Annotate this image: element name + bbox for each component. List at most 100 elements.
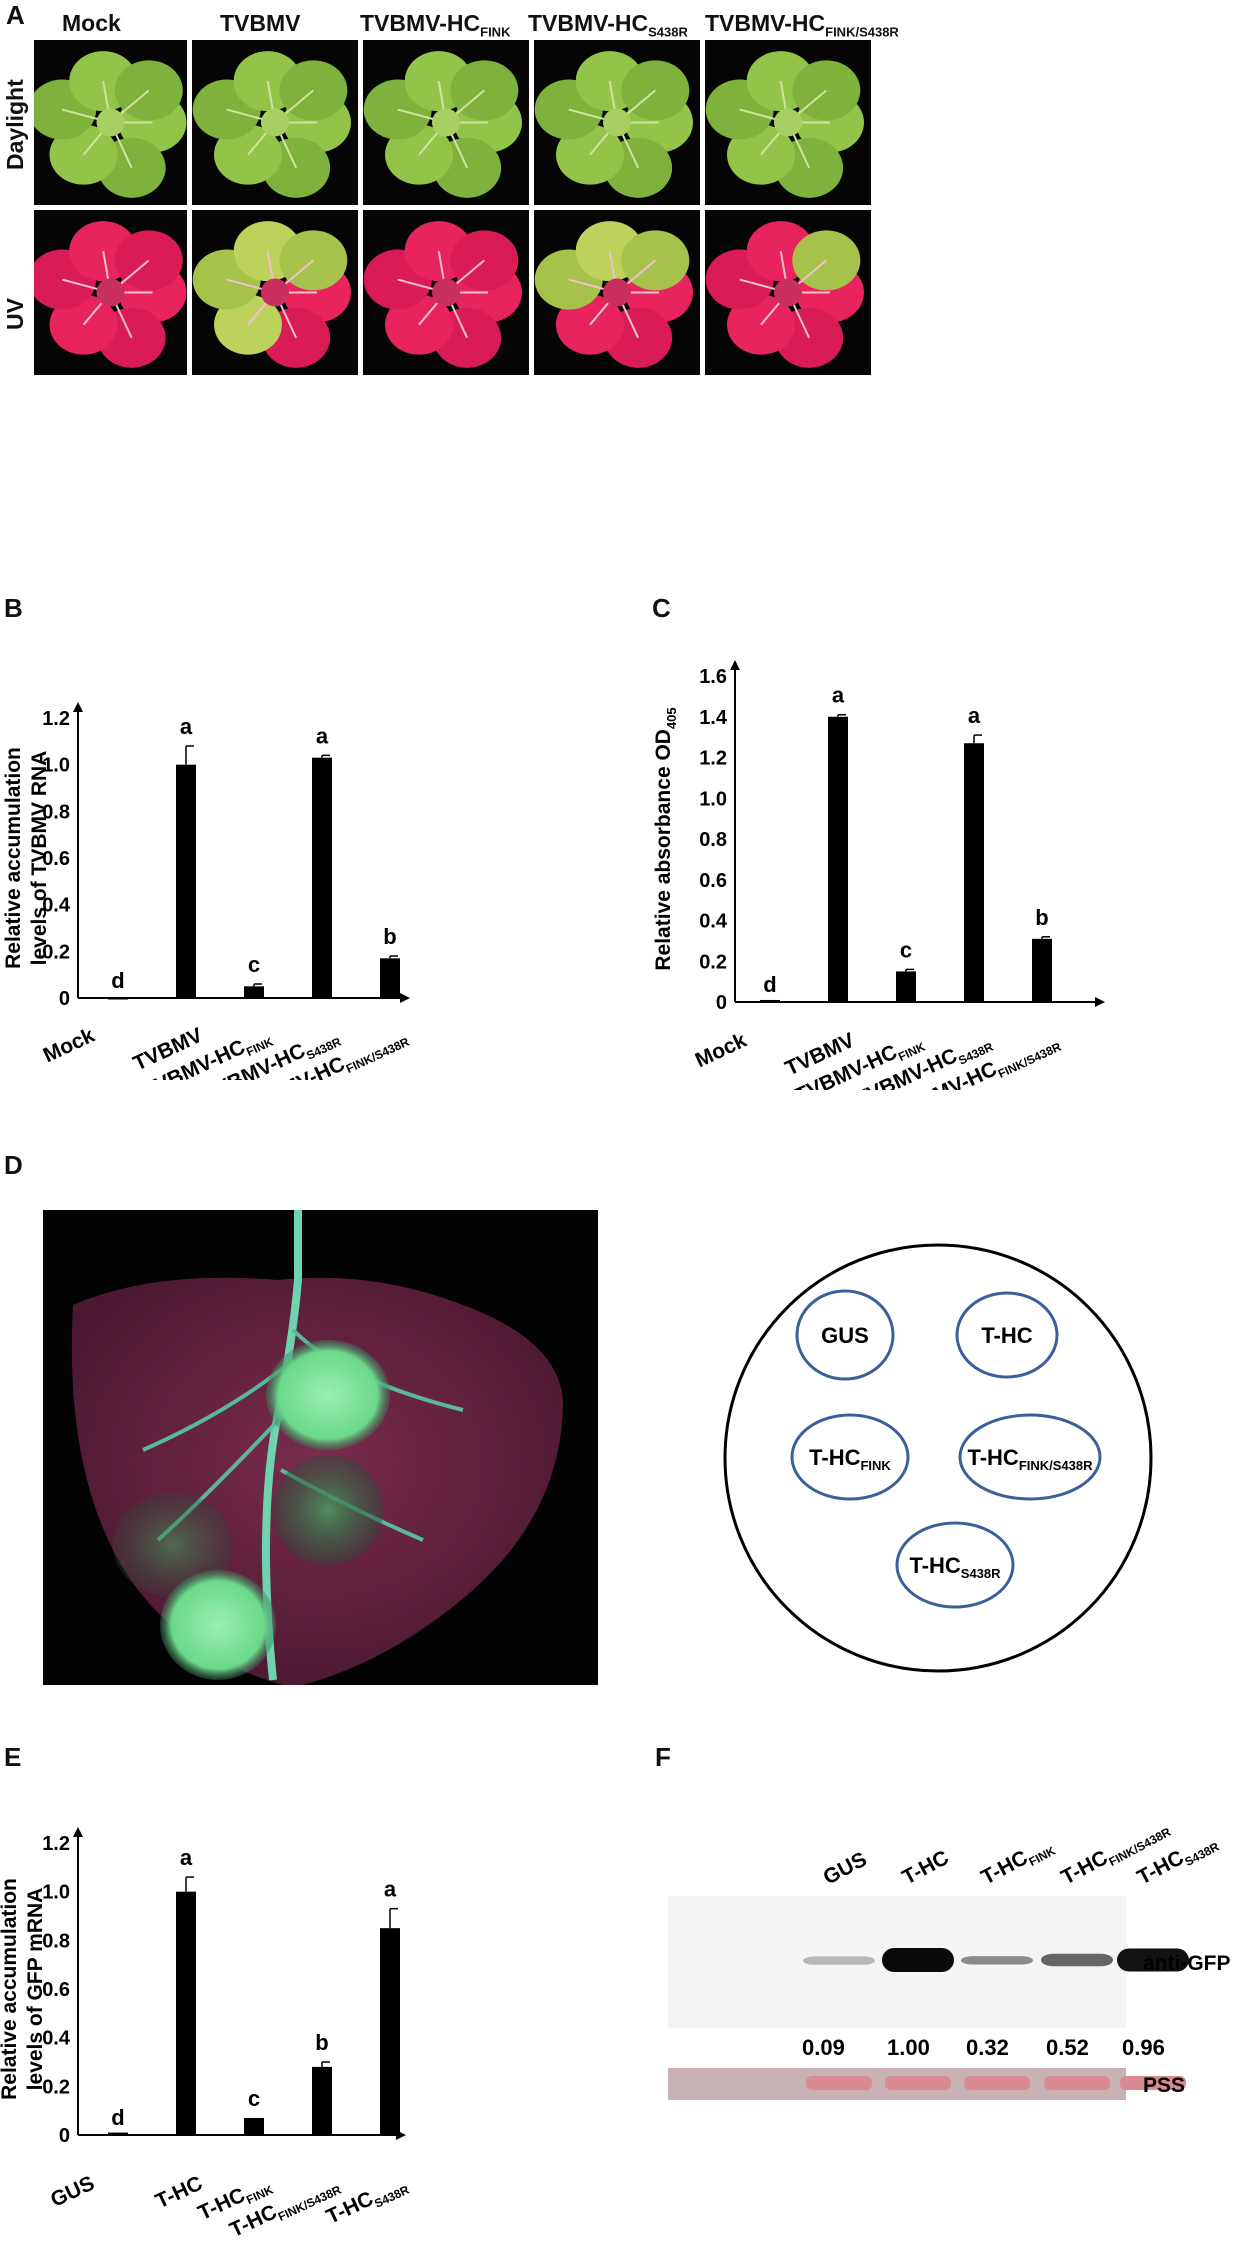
loading-label: PSS	[1143, 2074, 1185, 2097]
spot-label-main: T-HC	[967, 1445, 1018, 1470]
y-tick-label: 0.8	[42, 1930, 70, 1952]
gfp-band	[803, 1956, 875, 1965]
daylight-photo-2	[363, 40, 529, 205]
y-tick-label: 0.2	[699, 951, 727, 973]
spot-label: T-HC	[981, 1323, 1032, 1348]
lane-label-main: T-HC	[978, 1846, 1032, 1889]
x-category-label-main: GUS	[47, 2172, 98, 2212]
y-axis-arrow	[730, 660, 740, 670]
plant-center	[432, 108, 460, 137]
infiltration-spot	[955, 1291, 1059, 1379]
bar	[108, 2132, 128, 2135]
column-header-2: TVBMV-HCFINK	[360, 10, 510, 40]
leaf-outline-circle	[723, 1243, 1153, 1673]
plant-center	[774, 108, 802, 137]
x-category-label-main: Mock	[40, 1024, 99, 1068]
uv-photo-2	[363, 210, 529, 375]
bar	[312, 757, 332, 998]
significance-letter: c	[900, 937, 912, 962]
lane-label-main: T-HC	[899, 1846, 953, 1889]
uv-photo-0	[34, 210, 187, 375]
y-axis-label-sub: 405	[664, 707, 679, 729]
column-header-sub: FINK	[480, 24, 511, 40]
spot-label-sub: S438R	[961, 1566, 1001, 1581]
spot-label-main: T-HC	[981, 1323, 1032, 1348]
y-tick-label: 1.2	[42, 708, 70, 730]
x-category-label: Mock	[40, 1024, 99, 1068]
panel-e-letter: E	[4, 1742, 22, 1772]
y-tick-label: 0.4	[42, 2028, 71, 2050]
significance-letter: a	[316, 723, 329, 748]
uv-photo-3	[534, 210, 700, 375]
panel-a-letter: A	[6, 0, 25, 30]
lane-label-sub: FINK	[1026, 1843, 1058, 1869]
y-tick-label: 0.6	[699, 870, 727, 892]
bar	[108, 998, 128, 1000]
uv-photo-1	[192, 210, 358, 375]
bar	[896, 971, 916, 1002]
y-axis-label: Relative absorbance OD405	[652, 707, 679, 970]
band-quantification: 0.96	[1122, 2035, 1165, 2060]
gfp-spot-fink-s438r	[273, 1455, 383, 1565]
spot-label-sub: FINK	[860, 1458, 891, 1473]
significance-letter: a	[384, 1877, 397, 1902]
significance-letter: b	[315, 2030, 328, 2055]
x-category-label-main: Mock	[692, 1029, 751, 1073]
band-label: anti-GFP	[1143, 1952, 1231, 1975]
significance-letter: b	[1035, 905, 1048, 930]
bar	[1032, 938, 1052, 1002]
y-axis-label: Relative accumulation	[0, 1878, 21, 2100]
daylight-photo-1	[192, 40, 358, 205]
lane-label: T-HCFINK	[978, 1833, 1058, 1892]
significance-letter: c	[248, 952, 260, 977]
plant-center	[96, 278, 125, 307]
bar	[176, 1891, 196, 2135]
band-quantification: 0.09	[802, 2035, 845, 2060]
significance-letter: d	[111, 968, 124, 993]
y-axis-arrow	[73, 1827, 83, 1837]
significance-letter: d	[763, 972, 776, 997]
gfp-spot-fink	[113, 1493, 233, 1597]
gfp-band	[882, 1948, 954, 1972]
daylight-photo-4	[705, 40, 871, 205]
x-axis-arrow	[400, 993, 410, 1003]
significance-letter: a	[968, 703, 981, 728]
x-category-label-sub: FINK/S438R	[996, 1039, 1064, 1081]
spot-label-main: GUS	[821, 1323, 869, 1348]
bar	[176, 764, 196, 998]
column-header-name: Mock	[62, 10, 121, 36]
bar	[964, 743, 984, 1002]
column-header-sub: FINK/S438R	[825, 24, 899, 40]
daylight-photo-0	[34, 40, 187, 205]
plant-center	[603, 108, 631, 137]
plant-center	[603, 278, 631, 307]
row-label-daylight: Daylight	[2, 79, 28, 170]
bar	[244, 2117, 264, 2135]
panel-c-letter: C	[652, 593, 671, 623]
gfp-leaf-photo	[43, 1210, 598, 1685]
infiltration-spot	[790, 1413, 910, 1501]
infiltration-spot	[795, 1289, 895, 1381]
panel-b-letter: B	[4, 593, 23, 623]
y-tick-label: 0.6	[42, 1979, 70, 2001]
x-category-label: GUS	[47, 2172, 98, 2212]
y-tick-label: 0.4	[42, 895, 71, 917]
y-tick-label: 0	[59, 988, 70, 1010]
lane-label-main: T-HC	[1058, 1846, 1112, 1889]
y-axis-label-line1: Relative accumulation	[0, 1878, 21, 2100]
spot-label-sub: FINK/S438R	[1019, 1458, 1093, 1473]
panel-f-letter: F	[655, 1742, 671, 1772]
x-category-label: Mock	[692, 1029, 751, 1073]
column-header-name: TVBMV-HC	[705, 10, 826, 36]
band-quantification: 0.52	[1046, 2035, 1089, 2060]
y-tick-label: 0	[59, 2125, 70, 2147]
y-tick-label: 1.2	[699, 748, 727, 770]
y-axis-label-line2: levels of GFP mRNA	[24, 1888, 47, 2091]
x-category-label-sub: FINK/S438R	[344, 1034, 412, 1076]
y-tick-label: 1.4	[699, 707, 728, 729]
column-header-name: TVBMV-HC	[528, 10, 649, 36]
y-tick-label: 0.2	[42, 2076, 70, 2098]
bar	[380, 958, 400, 998]
